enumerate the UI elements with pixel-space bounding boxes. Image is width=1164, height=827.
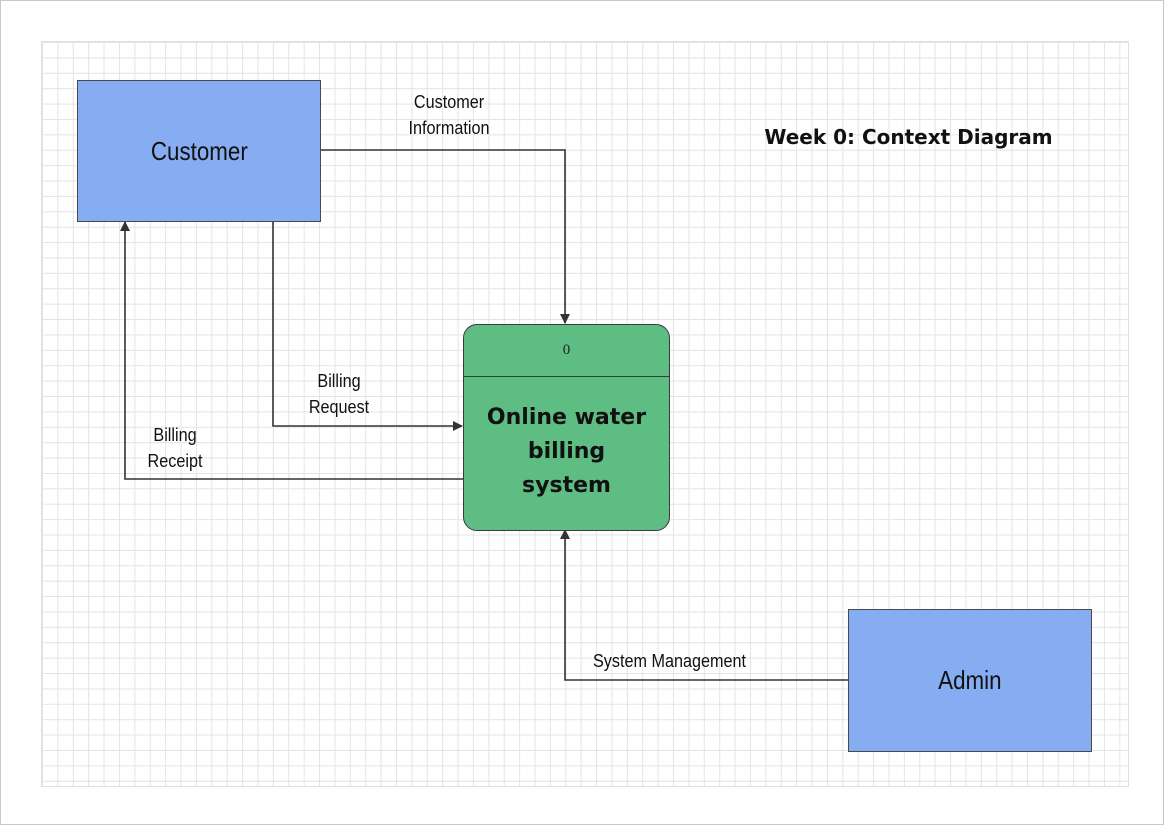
admin-entity-label: Admin	[938, 665, 1002, 695]
process-id: 0	[464, 325, 669, 377]
flow-billing-request-arrow[interactable]	[272, 221, 463, 431]
flow-billing-receipt-arrow[interactable]	[120, 221, 463, 480]
process-name: Online water billing system	[486, 405, 647, 498]
flow-customer-information-arrow[interactable]	[319, 149, 570, 324]
flow-label-billing-request: Billing Request	[308, 371, 370, 417]
customer-entity[interactable]: Customer	[77, 80, 321, 222]
flow-label-customer-information: Customer Information	[408, 92, 490, 138]
flow-label-system-management: System Management	[592, 651, 747, 671]
admin-entity[interactable]: Admin	[848, 609, 1092, 752]
flow-system-management-arrow[interactable]	[560, 529, 848, 681]
flow-label-billing-receipt: Billing Receipt	[147, 425, 203, 471]
customer-entity-label: Customer	[150, 135, 248, 166]
process-online-water-billing[interactable]: 0 Online water billing system	[463, 324, 670, 531]
diagram-title: Week 0: Context Diagram	[764, 125, 1053, 149]
